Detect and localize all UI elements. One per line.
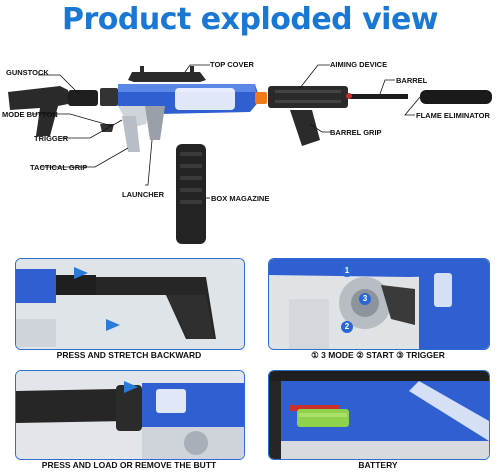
- brand-label: holiky: [162, 115, 182, 122]
- panel-load-remove-butt: [15, 370, 245, 460]
- callout-box-magazine: BOX MAGAZINE: [211, 194, 270, 203]
- panel-stretch-backward: [15, 258, 245, 350]
- callout-barrel-grip: BARREL GRIP: [330, 128, 382, 137]
- callout-aiming-device: AIMING DEVICE: [330, 60, 388, 69]
- marker-3: 3: [362, 294, 368, 303]
- panel-battery: [268, 370, 490, 460]
- callout-flame-eliminator: FLAME ELIMINATOR: [416, 111, 490, 120]
- blaster-illustration: holiky: [8, 64, 492, 244]
- callout-top-cover: TOP COVER: [210, 60, 254, 69]
- page-title: Product exploded view: [62, 2, 439, 37]
- callout-launcher: LAUNCHER: [122, 190, 165, 199]
- callout-trigger: TRIGGER: [34, 134, 69, 143]
- caption-battery: BATTERY: [358, 460, 398, 470]
- callout-tactical-grip: TACTICAL GRIP: [30, 163, 88, 172]
- callout-gunstock: GUNSTOCK: [6, 68, 49, 77]
- marker-1: 1: [344, 266, 350, 275]
- caption-load-remove-butt: PRESS AND LOAD OR REMOVE THE BUTT: [41, 460, 217, 470]
- marker-2: 2: [344, 322, 350, 331]
- tactical-grip-part: [122, 116, 140, 152]
- box-magazine-part: [176, 144, 206, 244]
- top-cover-part: [128, 72, 206, 82]
- gunstock-part: [8, 86, 68, 136]
- panel-mode-start-trigger: 1 2 3: [268, 258, 490, 350]
- aiming-device-part: [268, 86, 348, 108]
- exploded-diagram: holiky: [0, 40, 500, 250]
- caption-mode-start-trigger: ① 3 MODE ② START ③ TRIGGER: [311, 350, 445, 360]
- barrel-grip-part: [290, 110, 320, 146]
- launcher-part: [145, 106, 165, 140]
- callout-barrel: BARREL: [396, 76, 428, 85]
- callout-mode-button: MODE BUTTON: [2, 110, 58, 119]
- flame-eliminator-part: [420, 90, 492, 104]
- caption-stretch-backward: PRESS AND STRETCH BACKWARD: [56, 350, 202, 360]
- barrel-part: [348, 94, 408, 99]
